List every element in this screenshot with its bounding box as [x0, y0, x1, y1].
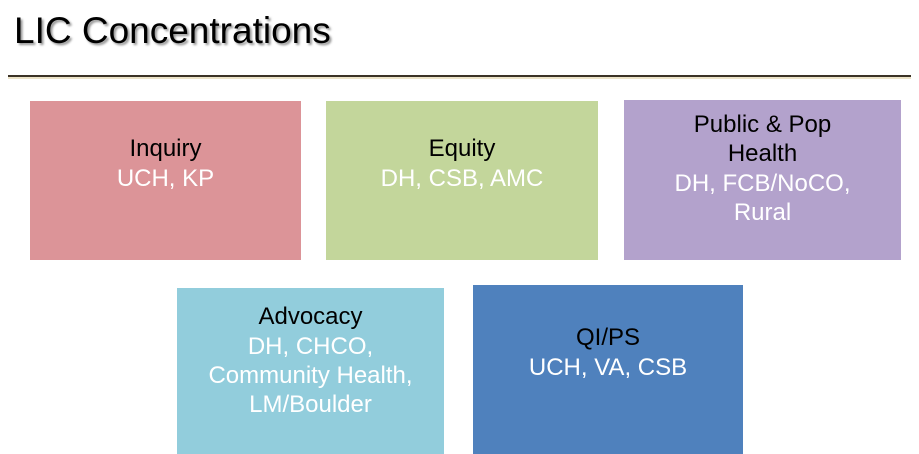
concentration-box-qips[interactable]: QI/PS UCH, VA, CSB — [473, 285, 743, 454]
concentration-box-equity[interactable]: Equity DH, CSB, AMC — [326, 101, 598, 260]
concentration-title: Inquiry — [129, 135, 202, 162]
concentration-box-inquiry[interactable]: Inquiry UCH, KP — [30, 101, 301, 260]
concentration-title: Public & Pop Health — [693, 111, 832, 167]
concentration-title: QI/PS — [575, 324, 641, 351]
concentration-box-advocacy[interactable]: Advocacy DH, CHCO, Community Health, LM/… — [177, 288, 444, 454]
concentration-box-public-health[interactable]: Public & Pop Health DH, FCB/NoCO, Rural — [624, 100, 901, 260]
title-divider — [8, 75, 911, 77]
title-divider-accent — [8, 77, 911, 79]
concentration-sites: UCH, KP — [116, 165, 215, 192]
concentration-sites: DH, CHCO, Community Health, LM/Boulder — [208, 333, 413, 418]
concentration-title: Advocacy — [258, 303, 363, 330]
page-title: LIC Concentrations — [14, 10, 331, 51]
concentration-sites: DH, CSB, AMC — [380, 165, 544, 192]
concentration-title: Equity — [428, 135, 496, 162]
concentration-sites: DH, FCB/NoCO, Rural — [674, 170, 851, 226]
concentration-sites: UCH, VA, CSB — [528, 354, 688, 381]
